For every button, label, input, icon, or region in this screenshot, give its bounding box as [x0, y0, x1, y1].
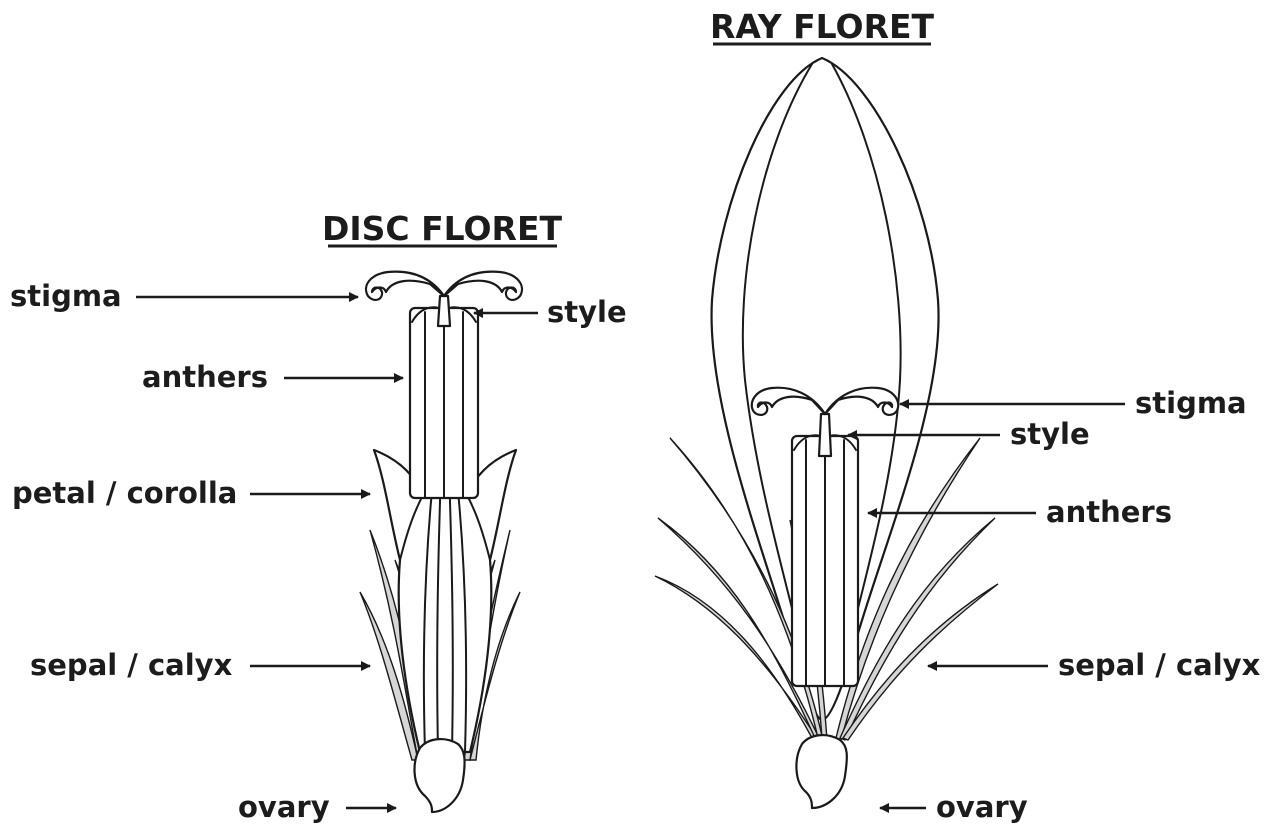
disc-stigma — [366, 272, 444, 300]
disc-label-style: style — [547, 295, 627, 329]
disc-label-anthers: anthers — [142, 360, 268, 394]
disc-label-petal: petal / corolla — [12, 476, 237, 510]
disc-style — [438, 296, 450, 326]
ray-label-anthers: anthers — [1046, 495, 1172, 529]
ray-ovary — [796, 735, 846, 808]
ray-floret-title: RAY FLORET — [710, 7, 935, 46]
ray-label-stigma: stigma — [1135, 386, 1247, 420]
ray-label-sepal: sepal / calyx — [1058, 648, 1261, 682]
disc-label-ovary: ovary — [238, 790, 330, 824]
ray-label-ovary: ovary — [936, 790, 1028, 824]
disc-floret — [360, 272, 522, 812]
disc-label-stigma: stigma — [10, 279, 122, 313]
ray-style — [819, 414, 831, 456]
disc-floret-title: DISC FLORET — [322, 209, 563, 248]
ray-label-style: style — [1010, 417, 1090, 451]
ray-floret — [655, 58, 998, 808]
disc-ovary — [415, 739, 465, 812]
disc-label-sepal: sepal / calyx — [30, 648, 233, 682]
